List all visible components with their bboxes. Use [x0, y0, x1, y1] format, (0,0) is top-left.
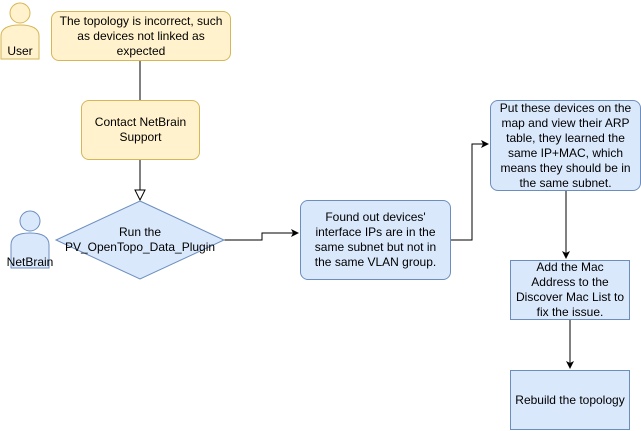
issue-text: The topology is incorrect, such as devic…: [59, 13, 223, 58]
edge-contact-to-run: [134, 160, 146, 202]
run-plugin-text: Run the PV_OpenTopo_Data_Plugin: [56, 222, 224, 258]
run-plugin-diamond-shape: [54, 200, 226, 280]
found-out-text: Found out devices' interface IPs are in …: [314, 210, 437, 269]
contact-support-text: Contact NetBrain Support: [94, 115, 187, 144]
edge-found-to-arp: [451, 140, 489, 241]
add-mac-box: Add the Mac Address to the Discover Mac …: [510, 260, 630, 320]
rebuild-topology-text: Rebuild the topology: [515, 392, 625, 407]
user-actor-label: User: [7, 44, 33, 58]
rebuild-topology-box: Rebuild the topology: [510, 370, 630, 430]
arp-check-box: Put these devices on the map and view th…: [490, 100, 641, 191]
netbrain-actor-label: NetBrain: [6, 255, 54, 269]
arp-check-text: Put these devices on the map and view th…: [499, 100, 632, 190]
user-actor-icon: [0, 2, 40, 60]
add-mac-text: Add the Mac Address to the Discover Mac …: [515, 260, 625, 319]
issue-box: The topology is incorrect, such as devic…: [51, 11, 231, 61]
run-plugin-line2: PV_OpenTopo_Data_Plugin: [64, 240, 216, 254]
netbrain-actor-icon: [10, 210, 50, 269]
contact-support-box: Contact NetBrain Support: [81, 100, 200, 160]
found-out-box: Found out devices' interface IPs are in …: [300, 200, 451, 280]
run-plugin-line1: Run the: [118, 225, 162, 239]
edge-run-to-found: [224, 229, 299, 241]
